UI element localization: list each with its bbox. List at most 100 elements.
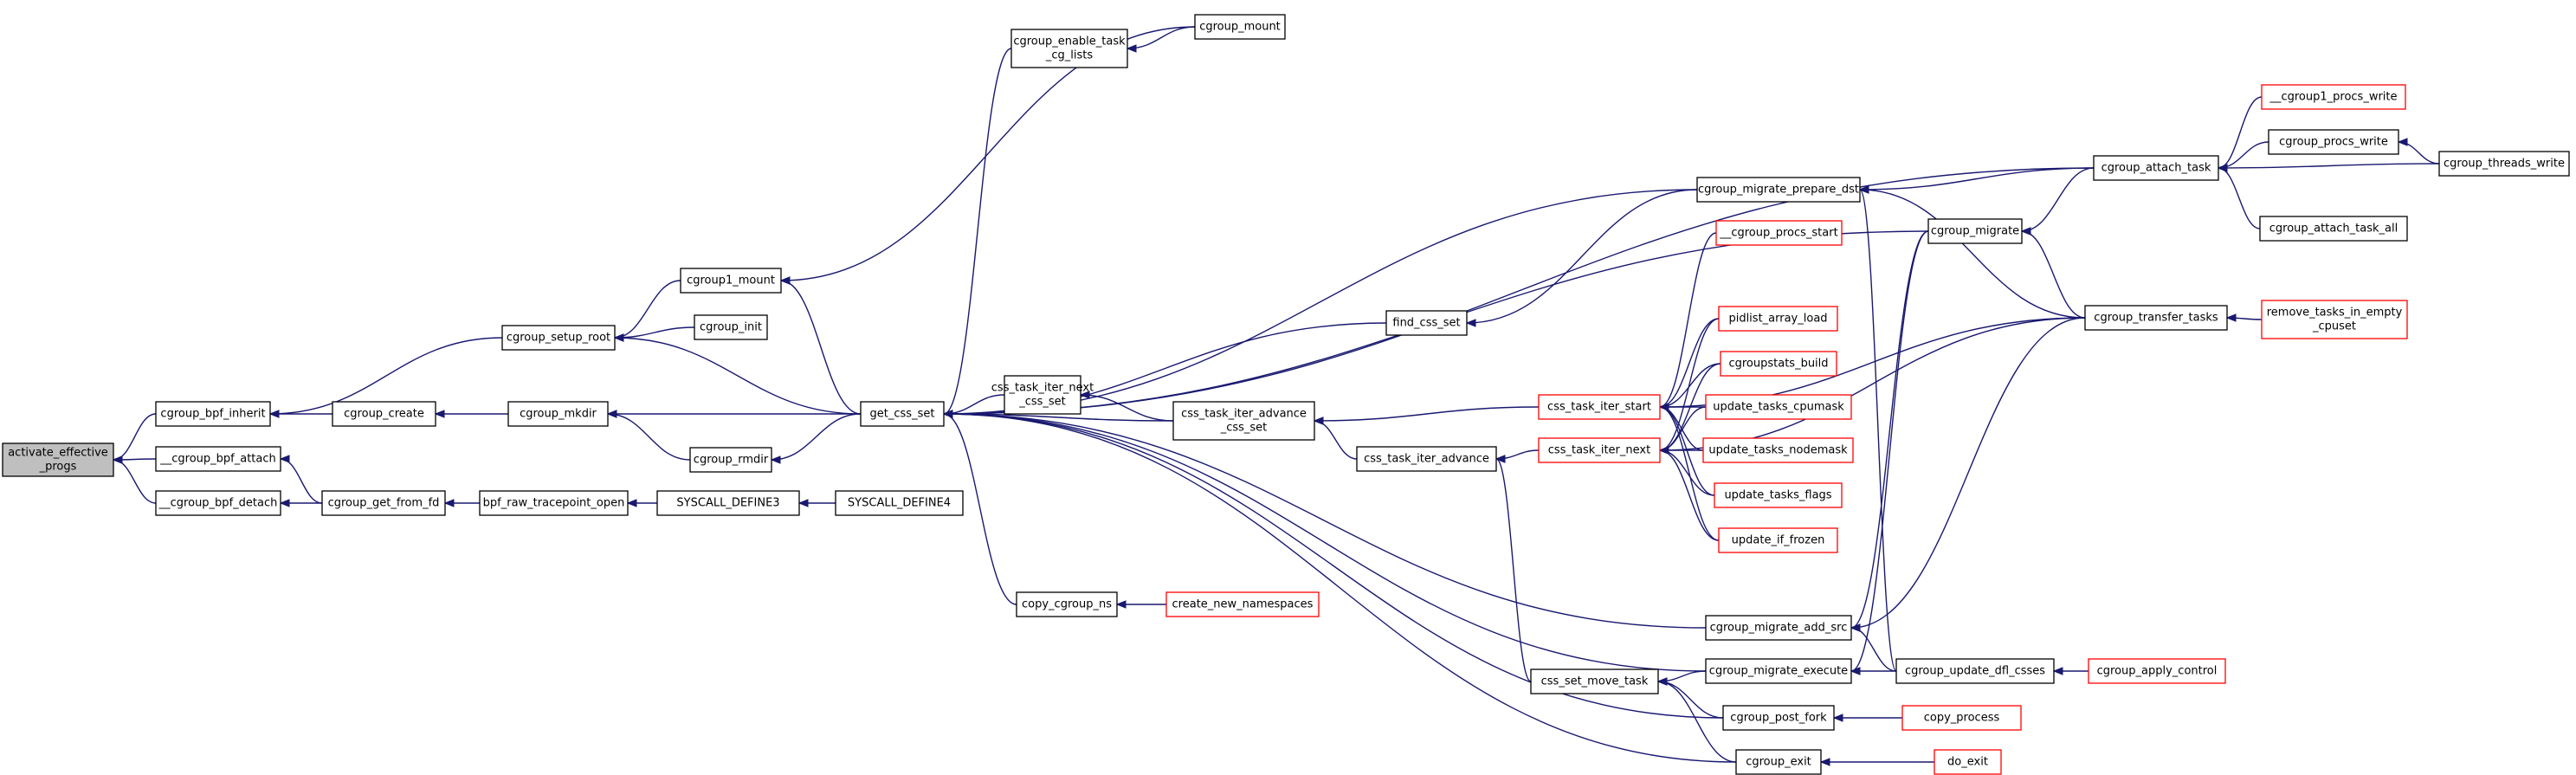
node-label: cgroup_bpf_inherit — [160, 408, 265, 421]
node-label: bpf_raw_tracepoint_open — [483, 497, 625, 510]
node-upd-dfl[interactable]: cgroup_update_dfl_csses — [1895, 658, 2055, 684]
arrowhead — [770, 455, 781, 464]
node-box — [1705, 658, 1852, 684]
edge-setup-root-to-bpf-inherit — [269, 337, 503, 415]
node-remove-empty[interactable]: remove_tasks_in_empty_cpuset — [2261, 300, 2408, 339]
arrowhead — [434, 410, 445, 418]
edge-mig-exec-to-get-css-set — [943, 413, 1707, 672]
node-cgstats[interactable]: cgroupstats_build — [1720, 351, 1837, 377]
node-setup-root[interactable]: cgroup_setup_root — [501, 325, 616, 351]
node-label: css_task_iter_next — [991, 382, 1094, 395]
edge-migrate-to-mig-exec — [1850, 230, 1929, 672]
node-create[interactable]: cgroup_create — [332, 401, 436, 427]
node-box — [321, 490, 446, 516]
edge-copy-ns-to-get-css-set — [943, 413, 1017, 605]
arrowhead — [1495, 455, 1506, 463]
node-cg1-procs-write[interactable]: __cgroup1_procs_write — [2261, 84, 2406, 110]
node-upd-flags[interactable]: update_tasks_flags — [1714, 482, 1843, 508]
node-sys4[interactable]: SYSCALL_DEFINE4 — [835, 490, 964, 516]
node-procs-start[interactable]: __cgroup_procs_start — [1715, 220, 1843, 246]
arrowhead — [1126, 44, 1137, 53]
node-copy-ns[interactable]: copy_cgroup_ns — [1016, 591, 1118, 617]
arrowhead — [797, 499, 809, 507]
edge-css-adv-set-to-css-next — [1080, 394, 1174, 422]
node-procs-write[interactable]: cgroup_procs_write — [2268, 129, 2399, 155]
node-get-css-set[interactable]: get_css_set — [860, 401, 945, 427]
node-label: update_tasks_nodemask — [1708, 444, 1848, 457]
edge-pidlist-to-iter-next — [1659, 318, 1720, 451]
node-mig-exec[interactable]: cgroup_migrate_execute — [1705, 658, 1852, 684]
node-cg-mount[interactable]: cgroup_mount — [1194, 14, 1286, 40]
node-label: SYSCALL_DEFINE4 — [848, 497, 951, 510]
edge-attach-task-to-migrate — [2021, 167, 2095, 232]
node-box — [2, 442, 114, 477]
node-threads-write[interactable]: cgroup_threads_write — [2438, 151, 2570, 177]
node-bpf-attach[interactable]: __cgroup_bpf_attach — [155, 446, 281, 472]
node-pidlist[interactable]: pidlist_array_load — [1718, 306, 1838, 332]
node-cg-init[interactable]: cgroup_init — [694, 314, 768, 340]
edge-migrate-to-add-src — [1850, 230, 1929, 629]
node-copy-process[interactable]: copy_process — [1901, 705, 2022, 731]
node-post-fork[interactable]: cgroup_post_fork — [1722, 705, 1835, 731]
node-transfer[interactable]: cgroup_transfer_tasks — [2084, 305, 2228, 331]
node-box — [1705, 615, 1852, 641]
node-get-from-fd[interactable]: cgroup_get_from_fd — [321, 490, 446, 516]
node-box — [2261, 300, 2408, 339]
node-prep-dst[interactable]: cgroup_migrate_prepare_dst — [1696, 177, 1861, 203]
node-upd-cpumask[interactable]: update_tasks_cpumask — [1705, 394, 1852, 420]
node-find-css[interactable]: find_css_set — [1385, 310, 1468, 336]
node-css-adv-set[interactable]: css_task_iter_advance_css_set — [1172, 401, 1315, 441]
node-css-move[interactable]: css_set_move_task — [1530, 668, 1659, 694]
node-root[interactable]: activate_effective_progs — [2, 442, 114, 477]
node-apply-control[interactable]: cgroup_apply_control — [2088, 658, 2226, 684]
edge-upd-frozen-to-iter-start — [1659, 406, 1720, 541]
node-cg1-mount[interactable]: cgroup1_mount — [680, 268, 782, 294]
node-label: css_task_iter_next — [1548, 444, 1650, 457]
node-iter-start[interactable]: css_task_iter_start — [1538, 394, 1661, 420]
node-label: __cgroup_bpf_detach — [158, 497, 278, 510]
node-box — [689, 447, 772, 473]
arrowhead — [2052, 667, 2063, 675]
node-box — [1194, 14, 1286, 40]
edge-add-src-to-get-css-set — [943, 413, 1707, 629]
node-box — [2088, 658, 2226, 684]
node-box — [1004, 375, 1081, 415]
node-bpf-detach[interactable]: __cgroup_bpf_detach — [155, 490, 281, 516]
node-add-src[interactable]: cgroup_migrate_add_src — [1705, 615, 1852, 641]
node-rmdir[interactable]: cgroup_rmdir — [689, 447, 772, 473]
node-css-adv[interactable]: css_task_iter_advance — [1356, 446, 1497, 472]
node-box — [694, 314, 768, 340]
node-upd-frozen[interactable]: update_if_frozen — [1718, 527, 1838, 553]
node-attach-all[interactable]: cgroup_attach_task_all — [2259, 216, 2408, 242]
arrowhead — [2020, 227, 2031, 236]
edge-transfer-to-iter-next — [1659, 317, 2086, 451]
node-attach-task[interactable]: cgroup_attach_task — [2093, 155, 2219, 181]
arrowhead — [279, 499, 290, 507]
node-mkdir[interactable]: cgroup_mkdir — [507, 401, 609, 427]
node-box — [1010, 29, 1128, 68]
node-box — [1718, 527, 1838, 553]
arrowhead — [1658, 403, 1669, 411]
node-css-next[interactable]: css_task_iter_next_css_set — [991, 375, 1094, 415]
node-label: copy_cgroup_ns — [1022, 598, 1112, 611]
edge-pidlist-to-iter-start — [1659, 318, 1720, 408]
node-migrate[interactable]: cgroup_migrate — [1927, 218, 2023, 244]
node-label: css_task_iter_start — [1547, 401, 1651, 414]
node-box — [332, 401, 436, 427]
node-iter-next[interactable]: css_task_iter_next — [1538, 437, 1661, 463]
node-label: __cgroup1_procs_write — [2269, 91, 2397, 104]
node-do-exit[interactable]: do_exit — [1934, 749, 2002, 775]
node-create-ns[interactable]: create_new_namespaces — [1165, 591, 1320, 617]
node-bpf-inherit[interactable]: cgroup_bpf_inherit — [155, 401, 271, 427]
node-cg-exit[interactable]: cgroup_exit — [1735, 749, 1822, 775]
nodes-layer: activate_effective_progs cgroup_bpf_inher… — [2, 14, 2570, 775]
node-enable-task[interactable]: cgroup_enable_task_cg_lists — [1010, 29, 1128, 68]
edge-bpf-detach-to-root — [113, 459, 157, 504]
node-raw-tp[interactable]: bpf_raw_tracepoint_open — [479, 490, 629, 516]
node-label: cgroup_transfer_tasks — [2094, 312, 2218, 325]
node-upd-nodemask[interactable]: update_tasks_nodemask — [1702, 437, 1854, 463]
node-box — [507, 401, 609, 427]
node-sys3[interactable]: SYSCALL_DEFINE3 — [656, 490, 800, 516]
edge-get-css-set-to-setup-root — [614, 337, 862, 415]
arrowhead — [626, 499, 637, 507]
